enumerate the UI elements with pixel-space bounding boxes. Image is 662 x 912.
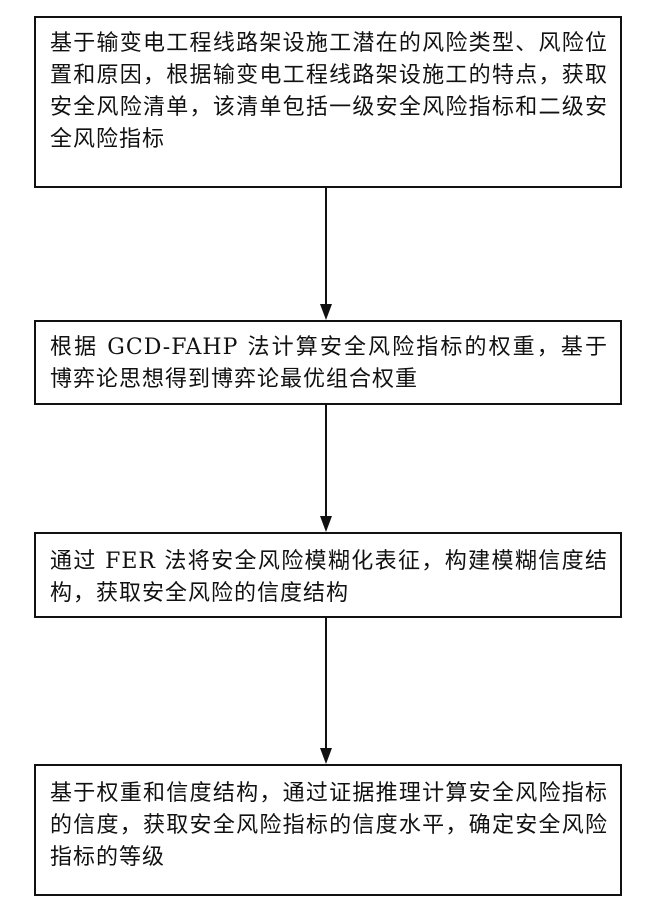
step-1-box: 基于输变电工程线路架设施工潜在的风险类型、风险位置和原因，根据输变电工程线路架设…: [34, 16, 622, 188]
step-4-text: 基于权重和信度结构，通过证据推理计算安全风险指标的信度，获取安全风险指标的信度水…: [50, 778, 608, 874]
arrow-1-to-2: [320, 188, 332, 320]
step-3-text: 通过 FER 法将安全风险模糊化表征，构建模糊信度结构，获取安全风险的信度结构: [50, 546, 608, 610]
step-2-box: 根据 GCD-FAHP 法计算安全风险指标的权重，基于博弈论思想得到博弈论最优组…: [34, 320, 622, 405]
step-2-text: 根据 GCD-FAHP 法计算安全风险指标的权重，基于博弈论思想得到博弈论最优组…: [50, 332, 608, 396]
step-1-text: 基于输变电工程线路架设施工潜在的风险类型、风险位置和原因，根据输变电工程线路架设…: [50, 28, 608, 156]
step-4-box: 基于权重和信度结构，通过证据推理计算安全风险指标的信度，获取安全风险指标的信度水…: [34, 764, 622, 896]
arrow-3-to-4: [320, 618, 332, 764]
arrow-2-to-3: [320, 405, 332, 532]
step-3-box: 通过 FER 法将安全风险模糊化表征，构建模糊信度结构，获取安全风险的信度结构: [34, 532, 622, 618]
